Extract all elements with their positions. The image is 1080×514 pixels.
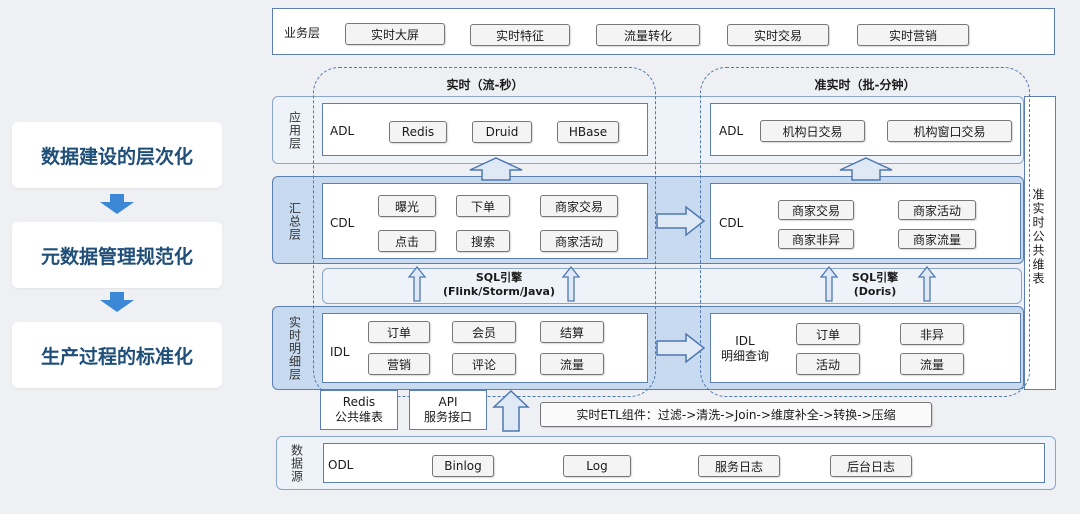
down-arrow-2-icon [100, 300, 134, 312]
detail-layer-label: 实时明细层 [287, 315, 302, 381]
cdl-order: 下单 [456, 195, 510, 217]
api-service-box: API 服务接口 [409, 390, 487, 430]
redis-box-line2: 公共维表 [334, 410, 383, 424]
adl-left-code: ADL [330, 124, 355, 138]
sql-engine-right-title: SQL引擎 [851, 271, 899, 284]
down-arrow-2-stem [110, 292, 124, 300]
cdl-r-merchant-trade: 商家交易 [778, 200, 854, 220]
adl-org-window: 机构窗口交易 [887, 120, 1012, 142]
sql-up-arrow-l1-icon [407, 265, 427, 302]
app-layer-label: 应用层 [287, 110, 302, 150]
sql-up-arrow-r1-icon [819, 265, 839, 302]
api-box-line2: 服务接口 [423, 410, 472, 424]
cdl-left-code: CDL [330, 216, 355, 230]
step-metadata: 元数据管理规范化 [12, 222, 222, 288]
business-layer-label: 业务层 [284, 25, 321, 40]
adl-redis: Redis [389, 121, 447, 143]
idl-traffic: 流量 [540, 353, 604, 375]
idl-review: 评论 [452, 353, 516, 375]
near-realtime-region [700, 67, 1030, 397]
sql-engine-left-title: SQL引擎 [475, 271, 523, 284]
down-arrow-1-icon [100, 202, 134, 214]
sql-engine-right-sub: (Doris) [853, 285, 897, 298]
adl-right-code: ADL [719, 124, 744, 138]
idl-member: 会员 [452, 321, 516, 343]
idl-right-code-2: 明细查询 [720, 349, 769, 363]
etl-up-arrow-icon [492, 389, 530, 432]
odl-service-log: 服务日志 [698, 455, 780, 477]
cdl-merchant-activity: 商家活动 [540, 230, 618, 252]
adl-hbase: HBase [557, 121, 619, 143]
biz-item-screen: 实时大屏 [345, 23, 445, 45]
sql-engine-right: SQL引擎 (Doris) [820, 271, 930, 299]
source-layer-label: 数据源 [289, 443, 304, 483]
cdl-search: 搜索 [456, 230, 510, 252]
summary-layer-label: 汇总层 [287, 201, 302, 241]
adl-org-daily: 机构日交易 [760, 120, 865, 142]
sql-up-arrow-r2-icon [917, 265, 937, 302]
idl-right-code: IDL 明细查询 [716, 334, 774, 364]
cdl-r-merchant-activity: 商家活动 [898, 200, 976, 220]
arrow-right-idl-icon [656, 332, 706, 364]
biz-item-trade: 实时交易 [727, 24, 829, 46]
idl-order: 订单 [368, 321, 430, 343]
idl-right-panel [710, 313, 1021, 383]
cdl-click: 点击 [378, 230, 436, 252]
idl-left-code: IDL [330, 345, 350, 359]
api-box-line1: API [438, 395, 458, 409]
sql-engine-left-sub: (Flink/Storm/Java) [442, 285, 556, 298]
biz-item-marketing: 实时营销 [857, 24, 969, 46]
arrow-right-cdl-icon [656, 205, 706, 237]
odl-log: Log [563, 455, 631, 477]
realtime-header: 实时（流-秒） [446, 78, 524, 92]
idl-r-traffic: 流量 [900, 353, 964, 375]
sql-engine-band [322, 268, 1022, 304]
idl-right-code-1: IDL [735, 334, 755, 348]
redis-box-line1: Redis [342, 395, 376, 409]
idl-r-order: 订单 [796, 323, 860, 345]
biz-item-feature: 实时特征 [470, 24, 570, 46]
odl-binlog: Binlog [432, 455, 494, 477]
arrow-up-cdl-to-adl-left-icon [469, 157, 523, 181]
etl-component-bar: 实时ETL组件：过滤->清洗->Join->维度补全->转换->压缩 [540, 402, 932, 427]
near-realtime-header: 准实时（批-分钟） [814, 78, 916, 92]
step-standardization: 生产过程的标准化 [12, 322, 222, 388]
cdl-r-merchant-traffic: 商家流量 [898, 229, 976, 249]
down-arrow-1-stem [110, 194, 124, 202]
cdl-exposure: 曝光 [378, 195, 436, 217]
cdl-merchant-trade: 商家交易 [540, 195, 618, 217]
odl-admin-log: 后台日志 [830, 455, 912, 477]
public-dim-side-label: 准实时公共维表 [1031, 188, 1045, 286]
idl-r-abnormal: 非异 [900, 323, 964, 345]
odl-code: ODL [328, 458, 354, 472]
cdl-right-code: CDL [719, 216, 744, 230]
idl-settlement: 结算 [540, 321, 604, 343]
biz-item-conversion: 流量转化 [596, 24, 700, 46]
cdl-r-merchant-abnormal: 商家非异 [778, 229, 854, 249]
step-layering: 数据建设的层次化 [12, 122, 222, 188]
adl-druid: Druid [472, 121, 532, 143]
idl-marketing: 营销 [368, 353, 430, 375]
idl-r-activity: 活动 [796, 353, 860, 375]
redis-public-dim-box: Redis 公共维表 [320, 390, 398, 430]
sql-up-arrow-l2-icon [561, 265, 581, 302]
arrow-up-cdl-to-adl-right-icon [839, 157, 893, 181]
sql-engine-left: SQL引擎 (Flink/Storm/Java) [424, 271, 574, 299]
